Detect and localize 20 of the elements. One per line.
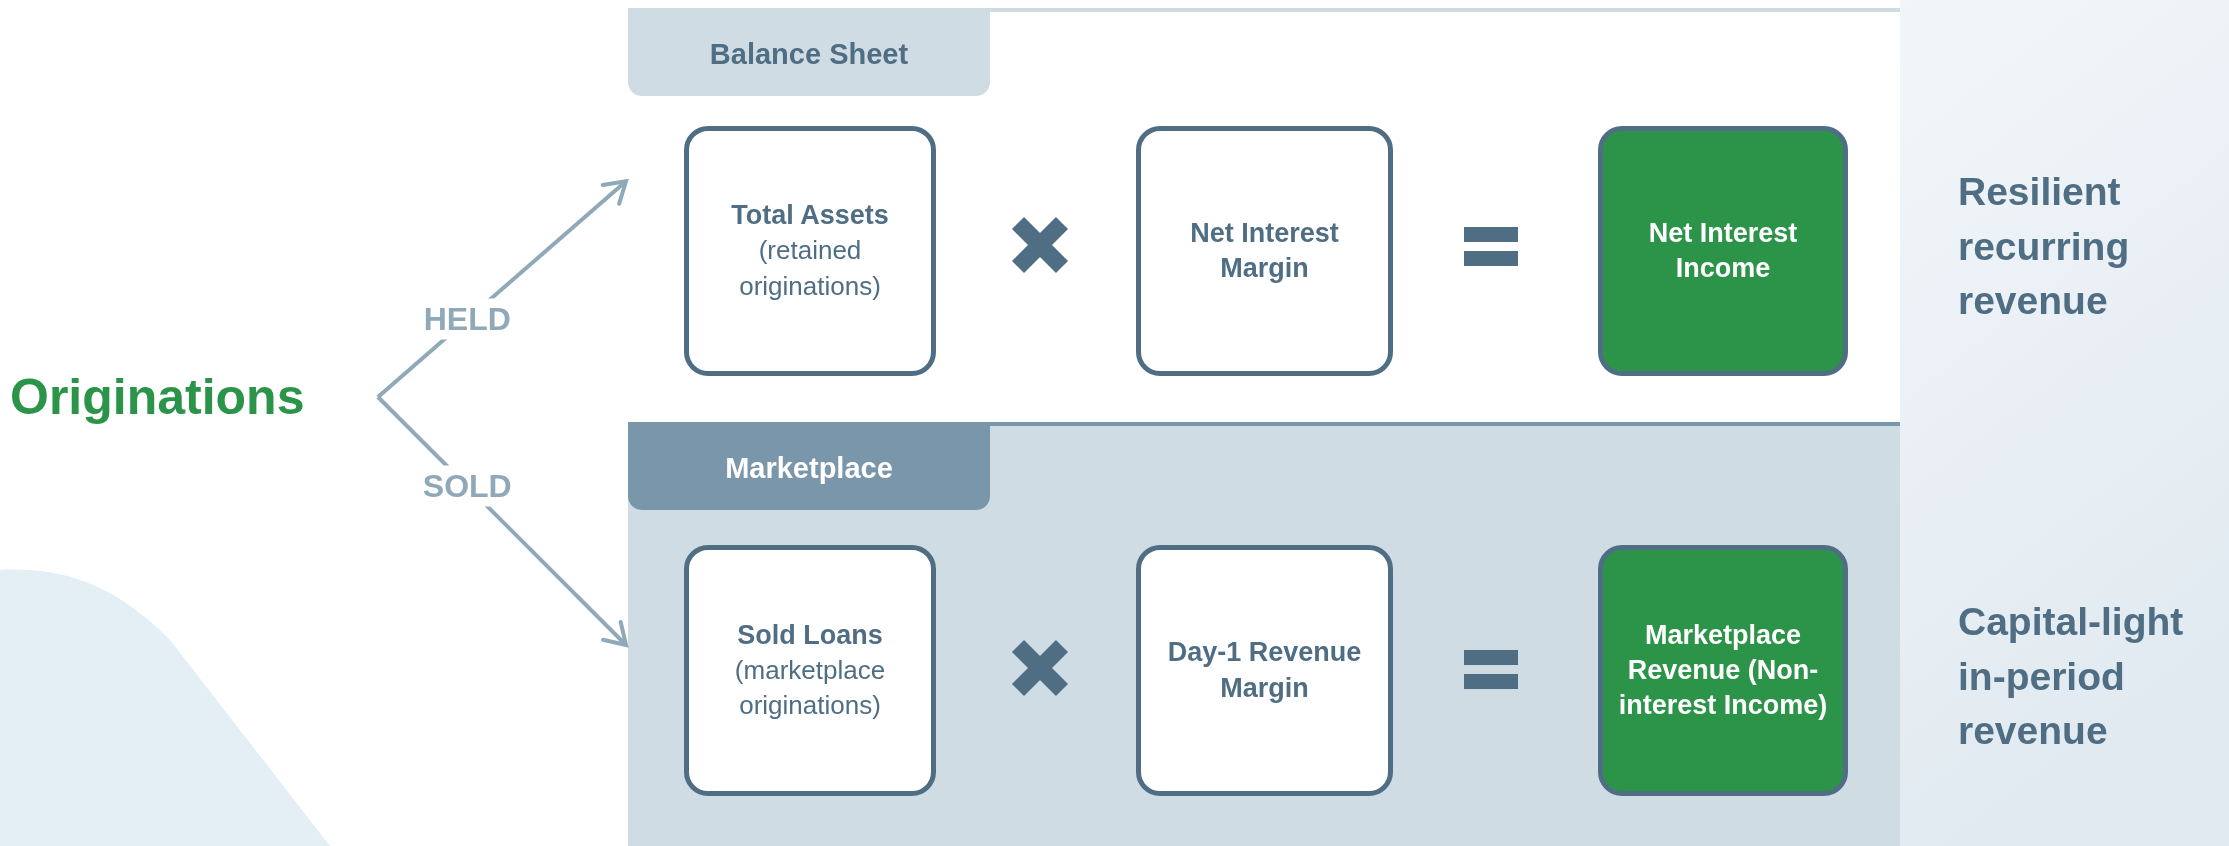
box-subtitle: (retained originations) [738,234,882,303]
box-title: Day-1 Revenue Margin [1166,636,1363,705]
result-box [1598,126,1848,376]
box-title: Sold Loans [737,618,883,652]
section-tab: Marketplace [628,426,990,510]
factor-box [1136,126,1393,376]
section-panel [628,422,1900,846]
section-tab: Balance Sheet [628,12,990,96]
box-title: Total Assets [731,199,889,233]
box-title: Net Interest Income [1647,216,1799,285]
box-subtitle: (marketplace originations) [733,653,887,723]
factor-box [1136,545,1393,796]
side-note: Resilient recurring revenue [1958,169,2131,325]
factor-box [684,126,936,376]
heading-text: Originations [10,368,305,426]
side-note: Capital-light in-period revenue [1958,599,2185,755]
result-box [1598,545,1848,796]
factor-box [684,545,936,796]
box-title: Net Interest Margin [1189,216,1340,285]
box-title: Marketplace Revenue (Non-interest Income) [1617,618,1829,723]
